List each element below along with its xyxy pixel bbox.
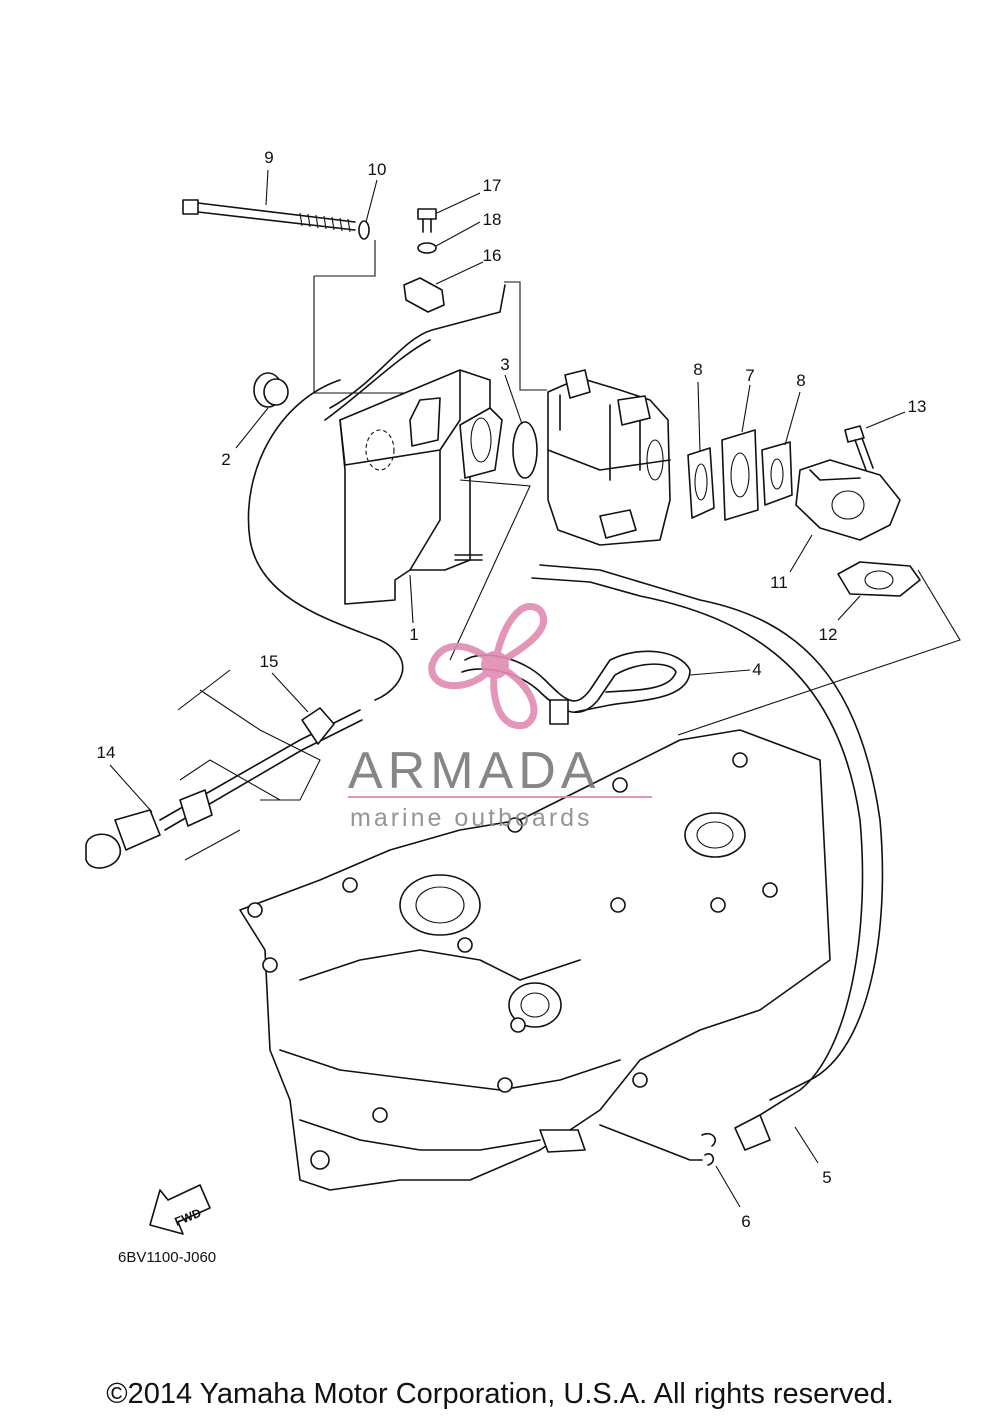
manifold-11 (795, 459, 901, 541)
callout-8a: 8 (693, 360, 702, 379)
callout-leaders (109, 169, 906, 1208)
callout-3: 3 (500, 355, 509, 374)
callout-2: 2 (221, 450, 230, 469)
callout-5: 5 (822, 1168, 831, 1187)
callout-15: 15 (260, 652, 279, 671)
callout-13: 13 (908, 397, 927, 416)
armada-watermark: ARMADA marine outboards (348, 603, 652, 832)
bolt-9 (182, 199, 356, 233)
callout-1: 1 (409, 625, 418, 644)
silencer-1 (339, 369, 503, 605)
engine-block (239, 729, 831, 1191)
callout-8b: 8 (796, 371, 805, 390)
gaskets-7-8 (687, 429, 793, 521)
washer-18 (417, 242, 437, 254)
callout-14: 14 (97, 743, 116, 762)
carburetor (547, 369, 671, 546)
diagram-code: 6BV1100-J060 (118, 1249, 216, 1266)
copyright-text: ©2014 Yamaha Motor Corporation, U.S.A. A… (106, 1378, 894, 1410)
clip-6 (701, 1132, 717, 1166)
oring-3 (512, 421, 538, 479)
callout-9: 9 (264, 148, 273, 167)
callout-18: 18 (483, 210, 502, 229)
callout-7: 7 (745, 366, 754, 385)
gasket-12 (837, 561, 921, 597)
washer-10 (358, 220, 370, 240)
callout-16: 16 (483, 246, 502, 265)
bolt-13 (844, 425, 874, 471)
callout-4: 4 (752, 660, 761, 679)
propeller-logo (428, 603, 547, 729)
grommet-2 (253, 372, 289, 408)
callout-12: 12 (819, 625, 838, 644)
fuel-hose-5 (734, 1114, 771, 1151)
screw-17 (417, 208, 437, 233)
callout-17: 17 (483, 176, 502, 195)
clamp-16 (403, 277, 445, 313)
callout-10: 10 (368, 160, 387, 179)
callout-labels: 9 10 17 18 16 3 8 7 8 13 2 11 1 12 15 4 … (97, 148, 927, 1231)
fwd-arrow-icon: FWD (149, 1184, 211, 1235)
choke-knob-14-15 (85, 707, 363, 869)
watermark-tagline: marine outboards (350, 804, 593, 832)
callout-11: 11 (770, 573, 788, 592)
watermark-brand: ARMADA (348, 742, 600, 800)
callout-6: 6 (741, 1212, 750, 1231)
